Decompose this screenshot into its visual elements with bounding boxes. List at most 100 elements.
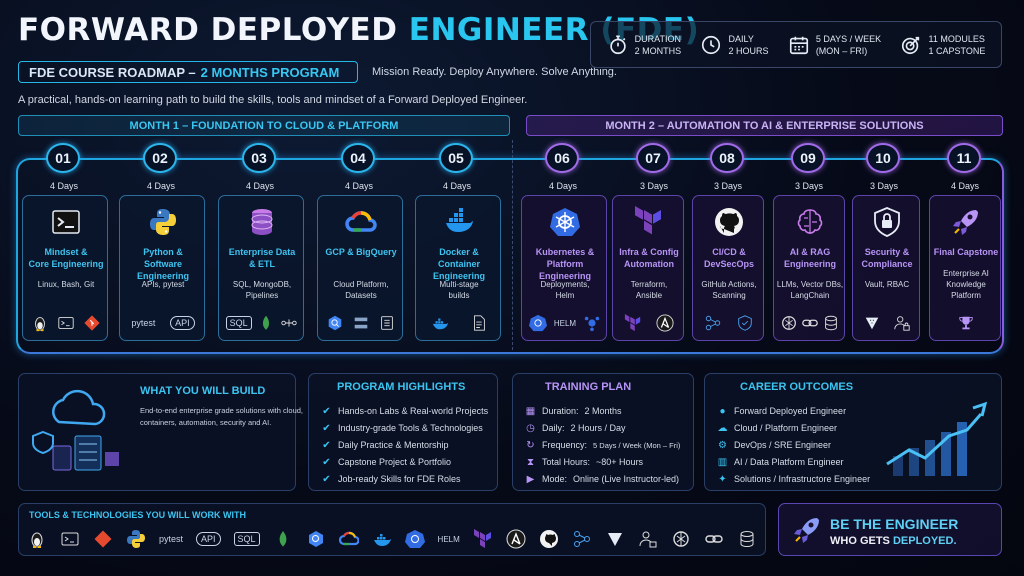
module-number: 09: [791, 143, 825, 173]
google-cloud-icon: [345, 211, 377, 232]
rocket-icon: [794, 518, 819, 543]
tools-row: pytest API SQL HELM: [27, 526, 757, 552]
refresh-icon: ↻: [526, 440, 535, 451]
module-card: Enterprise Data& ETL SQL, MongoDB,Pipeli…: [218, 195, 304, 341]
kubernetes-small-icon: [529, 314, 548, 332]
check-circle-icon: ✔: [322, 423, 331, 434]
github-icon: [539, 530, 558, 548]
module-card: Mindset &Core Engineering Linux, Bash, G…: [22, 195, 108, 341]
calendar-icon: [789, 36, 808, 54]
module-tools: [322, 312, 400, 334]
python-icon: [127, 530, 145, 548]
docker-icon: [446, 208, 473, 232]
stopwatch-icon: [609, 34, 626, 54]
brain-icon: [797, 209, 823, 234]
github-actions-icon: [705, 315, 721, 331]
module-tools: [27, 312, 105, 334]
pipeline-icon: [281, 319, 297, 327]
tools-title: TOOLS & TECHNOLOGIES YOU WILL WORK WITH: [29, 510, 246, 520]
list-item: ↻Frequency:5 Days / Week (Mon – Fri): [525, 437, 680, 454]
pytest-icon: pytest: [131, 318, 156, 328]
module-number: 06: [545, 143, 579, 173]
module-tools: [697, 312, 761, 334]
module-tools: [420, 312, 498, 334]
list-item: ⚙DevOps / SRE Engineer: [717, 437, 870, 454]
list-item: ●Forward Deployed Engineer: [717, 403, 870, 420]
git-icon: [94, 530, 112, 548]
list-item: ✦Solutions / Infrastructore Engineer: [717, 471, 870, 488]
module-days: 4 Days: [442, 181, 471, 191]
roadmap-track: [16, 158, 1004, 354]
growth-chart-icon: [886, 401, 988, 476]
module-days: 4 Days: [146, 181, 175, 191]
vector-db-icon: [825, 315, 838, 331]
list-item: ✔Daily Practice & Mentorship: [321, 437, 488, 454]
database-icon: [251, 209, 273, 235]
tagline: Mission Ready. Deploy Anywhere. Solve An…: [372, 66, 617, 78]
list-item: ✔Capstone Project & Portfolio: [321, 454, 488, 471]
check-circle-icon: ✔: [322, 457, 331, 468]
module-card: Security &Compliance Vault, RBAC: [852, 195, 920, 341]
module-number: 02: [143, 143, 177, 173]
career-list: ●Forward Deployed Engineer ☁Cloud / Plat…: [717, 403, 871, 488]
openai-icon: [781, 316, 796, 330]
sql-icon: SQL: [225, 316, 252, 330]
terminal-icon: [52, 210, 80, 234]
module-number: 07: [636, 143, 670, 173]
list-item: ⧗Total Hours:~80+ Hours: [525, 454, 680, 471]
module-days: 4 Days: [245, 181, 274, 191]
mongodb-leaf-icon: [262, 315, 270, 331]
openai-icon: [673, 531, 689, 547]
terraform-icon: [635, 206, 661, 235]
career-title: CAREER OUTCOMES: [740, 381, 854, 393]
sql-icon: SQL: [233, 532, 260, 546]
api-icon: API: [196, 532, 221, 546]
career-outcomes-panel: CAREER OUTCOMES ●Forward Deployed Engine…: [704, 373, 1002, 491]
docker-icon: [373, 534, 391, 546]
description: A practical, hands-on learning path to b…: [18, 94, 528, 106]
build-description: End-to-end enterprise grade solutions wi…: [140, 406, 304, 427]
clock-icon: [702, 35, 721, 54]
tools-panel: TOOLS & TECHNOLOGIES YOU WILL WORK WITH …: [18, 503, 766, 556]
module-tools: [857, 312, 917, 334]
training-title: TRAINING PLAN: [545, 381, 632, 393]
module-card: Docker &Container Engineering Multi-stag…: [415, 195, 501, 341]
hourglass-icon: ⧗: [526, 457, 535, 468]
chart-icon: ▥: [717, 457, 728, 468]
be-the-engineer-banner: BE THE ENGINEER WHO GETS DEPLOYED.: [778, 503, 1002, 556]
highlights-title: PROGRAM HIGHLIGHTS: [337, 381, 466, 393]
bigquery-icon: [328, 315, 342, 331]
module-days: 4 Days: [49, 181, 78, 191]
module-days: 3 Days: [869, 181, 898, 191]
module-tools: pytest API: [124, 312, 202, 334]
list-item: ◷Daily:2 Hours / Day: [525, 420, 680, 437]
rbac-user-icon: [894, 316, 910, 331]
cluster-icon: [584, 316, 599, 332]
bulb-icon: ✦: [718, 474, 727, 485]
module-tools: HELM: [526, 312, 604, 334]
module-card: Kubernetes &Platform Engineering Deploym…: [521, 195, 607, 341]
module-days: 3 Days: [794, 181, 823, 191]
training-plan-panel: TRAINING PLAN ▦Duration:2 Months ◷Daily:…: [512, 373, 694, 491]
list-item: ✔Industry-grade Tools & Technologies: [321, 420, 488, 437]
module-tools: [617, 312, 681, 334]
list-item: ▶Mode:Online (Live Instructor-led): [525, 471, 680, 488]
check-circle-icon: ✔: [322, 406, 331, 417]
module-days: 4 Days: [548, 181, 577, 191]
calendar-icon: ▦: [525, 406, 536, 417]
ansible-icon: [656, 314, 674, 332]
lock-shield-icon: [874, 207, 900, 237]
program-highlights-panel: PROGRAM HIGHLIGHTS ✔Hands-on Labs & Real…: [308, 373, 498, 491]
target-icon: [902, 36, 920, 54]
git-icon: [84, 315, 100, 331]
cloud-server-illustration-icon: [32, 389, 119, 471]
module-tools: [934, 312, 998, 334]
kubernetes-icon: [550, 208, 580, 236]
bigquery-icon: [308, 531, 323, 547]
google-cloud-icon: [338, 531, 359, 546]
langchain-icon: [802, 319, 818, 327]
module-number: 01: [46, 143, 80, 173]
user-icon: ●: [719, 406, 726, 417]
